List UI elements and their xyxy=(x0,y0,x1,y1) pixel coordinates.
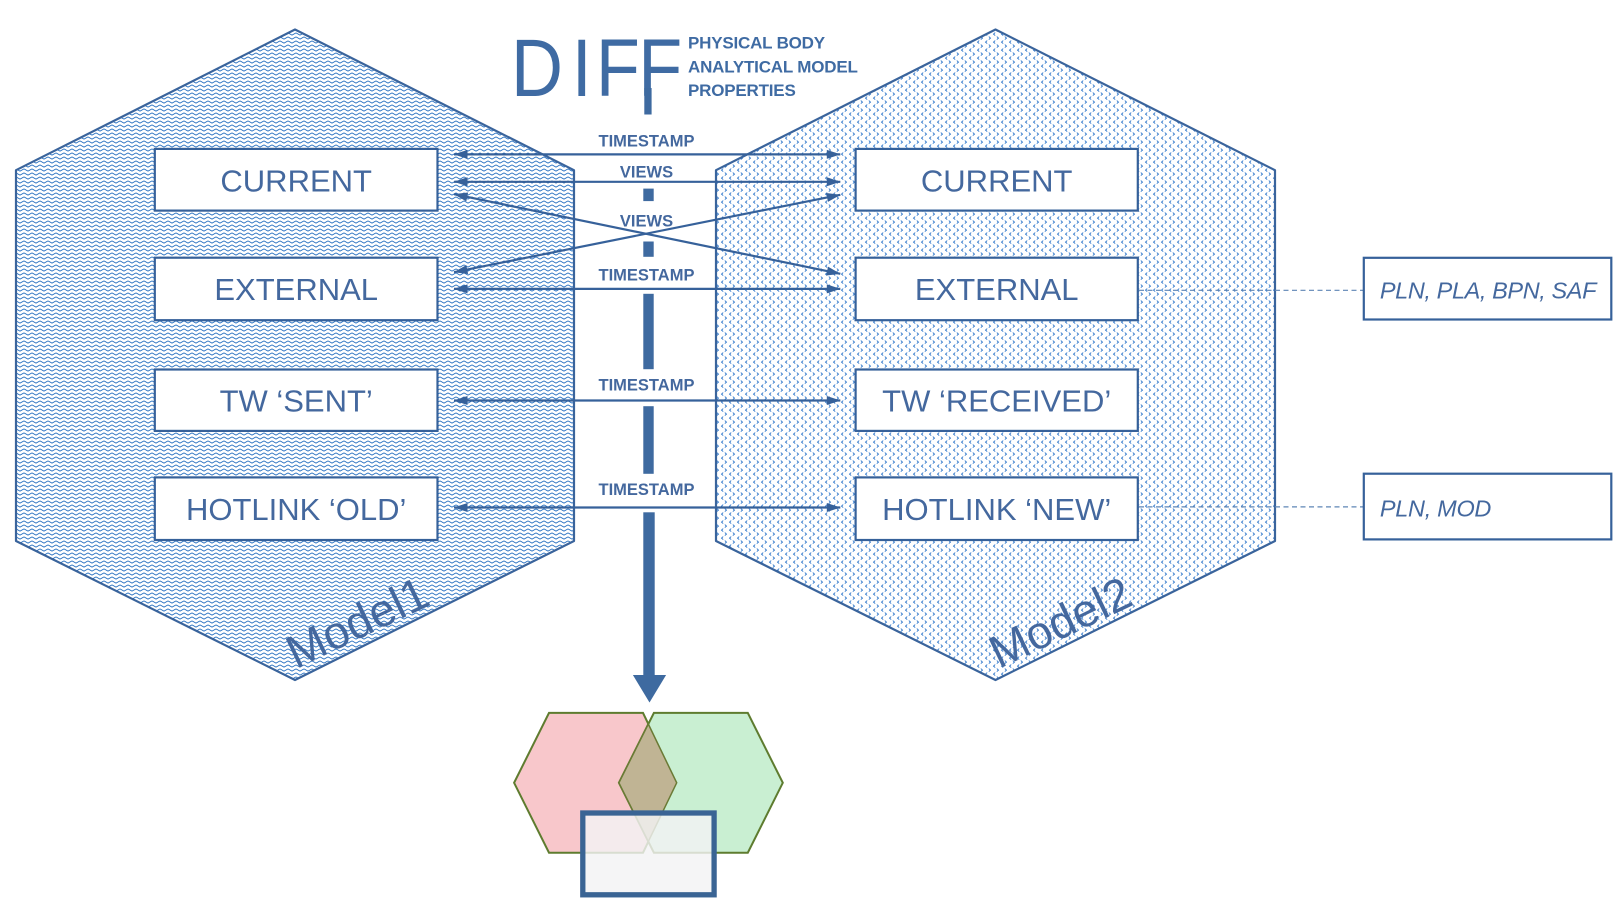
svg-text:VIEWS: VIEWS xyxy=(620,163,673,181)
svg-text:TIMESTAMP: TIMESTAMP xyxy=(599,481,695,499)
svg-text:TIMESTAMP: TIMESTAMP xyxy=(599,267,695,285)
svg-text:PROPERTIES: PROPERTIES xyxy=(688,81,796,100)
svg-text:TW ‘SENT’: TW ‘SENT’ xyxy=(220,384,373,419)
svg-text:TIMESTAMP: TIMESTAMP xyxy=(599,376,695,394)
svg-text:PLN, MOD: PLN, MOD xyxy=(1380,495,1492,521)
svg-text:CURRENT: CURRENT xyxy=(921,163,1073,198)
svg-text:HOTLINK ‘OLD’: HOTLINK ‘OLD’ xyxy=(186,492,406,527)
svg-text:PLN, PLA, BPN, SAF: PLN, PLA, BPN, SAF xyxy=(1380,278,1598,304)
svg-text:HOTLINK ‘NEW’: HOTLINK ‘NEW’ xyxy=(882,492,1111,527)
svg-text:VIEWS: VIEWS xyxy=(620,213,673,231)
svg-text:ANALYTICAL MODEL: ANALYTICAL MODEL xyxy=(688,58,858,77)
svg-text:TIMESTAMP: TIMESTAMP xyxy=(599,133,695,151)
svg-text:CURRENT: CURRENT xyxy=(220,163,372,198)
svg-text:TW ‘RECEIVED’: TW ‘RECEIVED’ xyxy=(882,384,1111,419)
svg-text:PHYSICAL BODY: PHYSICAL BODY xyxy=(688,33,826,52)
svg-text:EXTERNAL: EXTERNAL xyxy=(214,272,378,307)
svg-text:EXTERNAL: EXTERNAL xyxy=(915,272,1079,307)
